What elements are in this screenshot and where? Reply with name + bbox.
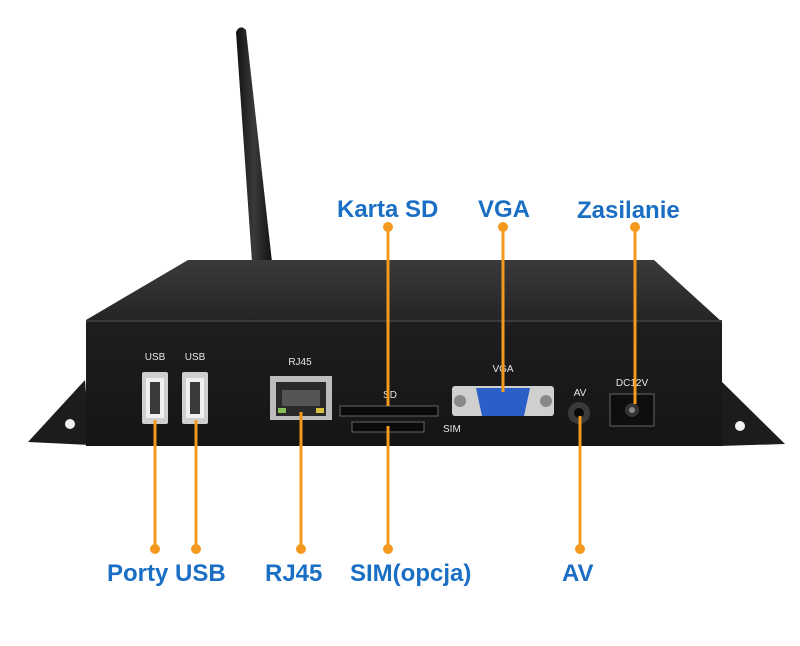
leader-vga [498, 222, 508, 392]
sim-slot-label: SIM [443, 424, 461, 435]
usb-port-1 [142, 372, 168, 424]
callout-av: AV [562, 560, 594, 587]
usb-1-label: USB [145, 352, 166, 363]
leader-usb-1 [150, 420, 160, 554]
leader-av [575, 416, 585, 554]
leader-power [630, 222, 640, 404]
callout-sim: SIM(opcja) [350, 560, 472, 587]
leader-rj45 [296, 412, 306, 554]
av-port-label: AV [574, 388, 587, 399]
right-flange [720, 380, 785, 446]
vga-port [452, 386, 554, 416]
usb-port-2 [182, 372, 208, 424]
leader-sd-card [383, 222, 393, 406]
av-port [568, 402, 590, 424]
callout-sd-card: Karta SD [337, 196, 439, 223]
leader-usb-2 [191, 420, 201, 554]
callout-vga: VGA [478, 196, 531, 223]
callout-rj45: RJ45 [265, 560, 323, 587]
callout-power: Zasilanie [577, 197, 680, 224]
sd-slot-label: SD [383, 390, 397, 401]
rj45-port-label: RJ45 [288, 357, 312, 368]
callout-usb-ports: Porty USB [107, 560, 226, 587]
dc-power-port [609, 393, 655, 427]
dc-port-label: DC12V [616, 378, 649, 389]
antenna [236, 27, 272, 262]
usb-2-label: USB [185, 352, 206, 363]
left-flange [28, 380, 90, 445]
device-top [86, 260, 722, 322]
leader-sim [383, 426, 393, 554]
sd-slot [339, 405, 439, 417]
